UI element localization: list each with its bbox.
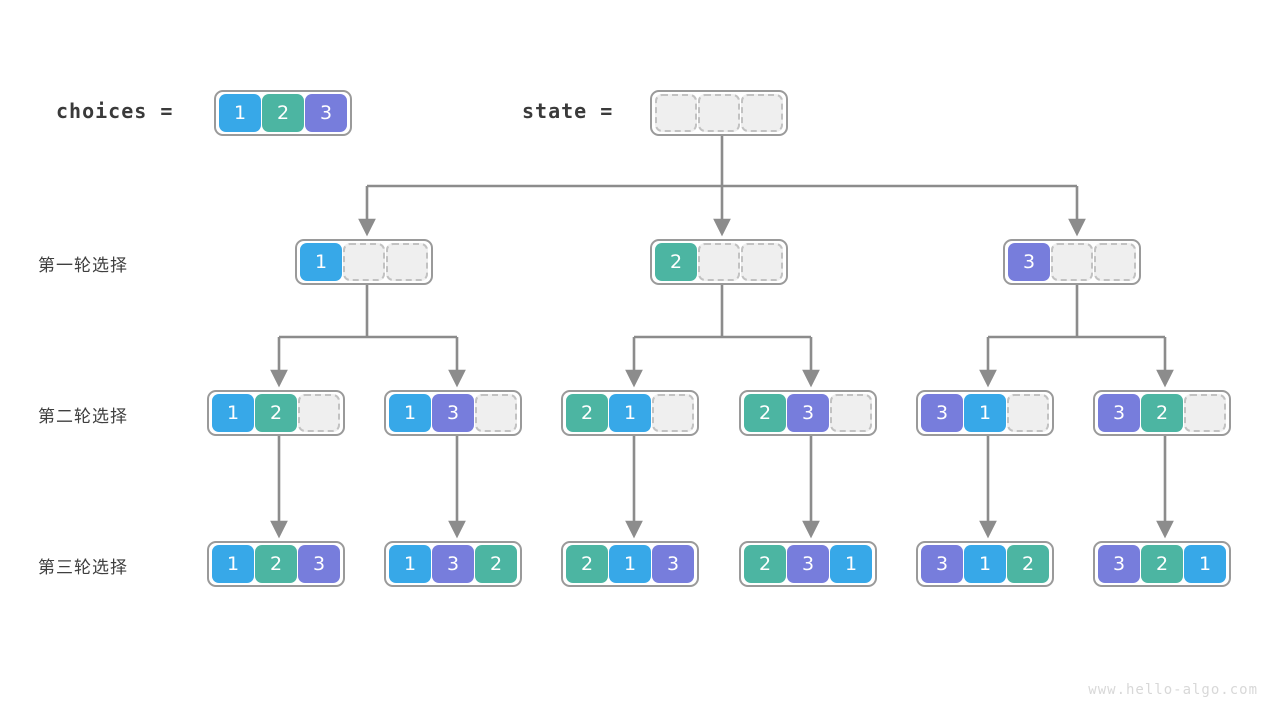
state-array-cell-2	[698, 94, 740, 132]
level1-node-3: 3	[1003, 239, 1141, 285]
level3-node-4-cell-2: 3	[787, 545, 829, 583]
level1-node-1-cell-2	[343, 243, 385, 281]
level3-node-3-cell-1: 2	[566, 545, 608, 583]
choices-array-cell-1: 1	[219, 94, 261, 132]
level2-node-6-cell-3	[1184, 394, 1226, 432]
level2-node-4-cell-1: 2	[744, 394, 786, 432]
level3-node-6-cell-2: 2	[1141, 545, 1183, 583]
state-array	[650, 90, 788, 136]
row-label-round-1: 第一轮选择	[38, 256, 128, 276]
level3-node-6-cell-3: 1	[1184, 545, 1226, 583]
state-label: state =	[522, 99, 614, 123]
choices-label: choices =	[56, 99, 174, 123]
state-array-cell-3	[741, 94, 783, 132]
choices-array-cell-2: 2	[262, 94, 304, 132]
state-array-cell-1	[655, 94, 697, 132]
level3-node-6-cell-1: 3	[1098, 545, 1140, 583]
level2-node-6-cell-1: 3	[1098, 394, 1140, 432]
choices-array-cell-3: 3	[305, 94, 347, 132]
row-label-round-2: 第二轮选择	[38, 407, 128, 427]
level1-node-3-cell-2	[1051, 243, 1093, 281]
level1-node-2: 2	[650, 239, 788, 285]
level2-node-1-cell-1: 1	[212, 394, 254, 432]
level2-node-3-cell-2: 1	[609, 394, 651, 432]
level2-node-2-cell-3	[475, 394, 517, 432]
level2-node-5-cell-1: 3	[921, 394, 963, 432]
level3-node-1-cell-3: 3	[298, 545, 340, 583]
level2-node-4-cell-3	[830, 394, 872, 432]
level2-node-4-cell-2: 3	[787, 394, 829, 432]
level2-node-1-cell-3	[298, 394, 340, 432]
level1-node-2-cell-2	[698, 243, 740, 281]
level3-node-3-cell-2: 1	[609, 545, 651, 583]
level1-node-1: 1	[295, 239, 433, 285]
level3-node-5-cell-3: 2	[1007, 545, 1049, 583]
level1-node-1-cell-1: 1	[300, 243, 342, 281]
level2-node-6-cell-2: 2	[1141, 394, 1183, 432]
level3-node-5-cell-1: 3	[921, 545, 963, 583]
level1-node-2-cell-1: 2	[655, 243, 697, 281]
level2-node-3-cell-1: 2	[566, 394, 608, 432]
level2-node-2-cell-2: 3	[432, 394, 474, 432]
level3-node-1-cell-2: 2	[255, 545, 297, 583]
level3-node-2-cell-3: 2	[475, 545, 517, 583]
level3-node-2-cell-1: 1	[389, 545, 431, 583]
level2-node-3-cell-3	[652, 394, 694, 432]
level2-node-5-cell-2: 1	[964, 394, 1006, 432]
level1-node-2-cell-3	[741, 243, 783, 281]
level3-node-4-cell-1: 2	[744, 545, 786, 583]
level1-node-1-cell-3	[386, 243, 428, 281]
level3-node-5-cell-2: 1	[964, 545, 1006, 583]
level3-node-2-cell-2: 3	[432, 545, 474, 583]
level2-node-5-cell-3	[1007, 394, 1049, 432]
level3-node-1-cell-1: 1	[212, 545, 254, 583]
level1-node-3-cell-1: 3	[1008, 243, 1050, 281]
level2-node-2-cell-1: 1	[389, 394, 431, 432]
site-watermark: www.hello-algo.com	[1088, 682, 1258, 698]
level2-node-1-cell-2: 2	[255, 394, 297, 432]
level1-node-3-cell-3	[1094, 243, 1136, 281]
level3-node-3-cell-3: 3	[652, 545, 694, 583]
level3-node-4-cell-3: 1	[830, 545, 872, 583]
row-label-round-3: 第三轮选择	[38, 558, 128, 578]
